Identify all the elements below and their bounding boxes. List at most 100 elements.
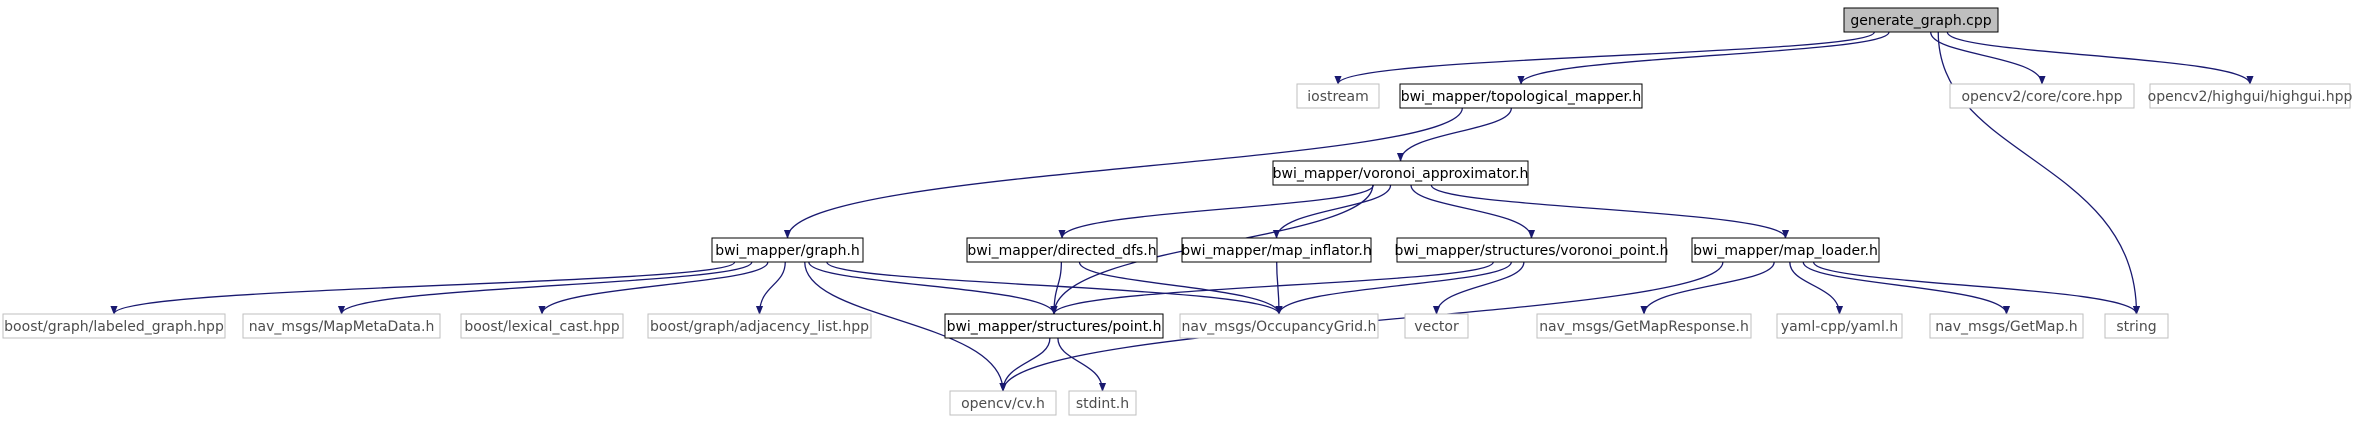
edge-dfs-to-occgrid <box>1078 261 1283 315</box>
node-loader[interactable]: bwi_mapper/map_loader.h <box>1691 237 1880 263</box>
node-label-string: string <box>2116 319 2156 335</box>
node-getmapresp: nav_msgs/GetMapResponse.h <box>1536 313 1752 339</box>
edge-graphh-to-cvh <box>804 261 1007 392</box>
node-box-inflator <box>1181 237 1372 263</box>
node-label-mapmeta: nav_msgs/MapMetaData.h <box>249 319 435 335</box>
node-label-occgrid: nav_msgs/OccupancyGrid.h <box>1182 319 1377 335</box>
node-iostream: iostream <box>1296 83 1380 109</box>
node-adjlist: boost/graph/adjacency_list.hpp <box>647 313 872 339</box>
node-box-labeled <box>2 313 226 339</box>
node-graphh[interactable]: bwi_mapper/graph.h <box>711 237 864 263</box>
node-label-getmapresp: nav_msgs/GetMapResponse.h <box>1539 319 1749 335</box>
edge-root-to-cvcore <box>1930 31 2046 85</box>
node-box-occgrid <box>1179 313 1379 339</box>
node-label-graphh: bwi_mapper/graph.h <box>715 243 860 259</box>
node-box-voronoi <box>1272 160 1529 186</box>
node-label-point: bwi_mapper/structures/point.h <box>947 319 1162 335</box>
node-label-root: generate_graph.cpp <box>1850 13 1991 29</box>
node-label-dfs: bwi_mapper/directed_dfs.h <box>967 243 1156 259</box>
node-root: generate_graph.cpp <box>1843 7 1999 33</box>
edge-root-to-string <box>1937 31 2141 315</box>
edge-loader-to-getmap <box>1802 261 2011 315</box>
node-label-inflator: bwi_mapper/map_inflator.h <box>1181 243 1371 259</box>
node-label-vector: vector <box>1414 319 1459 335</box>
node-box-iostream <box>1296 83 1380 109</box>
edge-root-to-iostream <box>1334 31 1876 85</box>
edge-graphh-to-labeled <box>110 261 736 315</box>
edge-graphh-to-lexical <box>538 261 769 315</box>
node-box-stdint <box>1068 390 1137 416</box>
node-box-highgui <box>2149 83 2351 109</box>
node-box-getmap <box>1929 313 2084 339</box>
node-box-lexical <box>460 313 624 339</box>
edge-topo-to-graphh <box>783 107 1463 239</box>
edge-voronoi-to-inflator <box>1272 184 1392 239</box>
node-labeled: boost/graph/labeled_graph.hpp <box>2 313 226 339</box>
node-point[interactable]: bwi_mapper/structures/point.h <box>944 313 1164 339</box>
edge-loader-to-string <box>1812 261 2141 315</box>
node-voronoi[interactable]: bwi_mapper/voronoi_approximator.h <box>1272 160 1529 186</box>
edge-voronoi-to-dfs <box>1058 184 1375 239</box>
edge-voronoi-to-vpoint <box>1410 184 1536 239</box>
edge-topo-to-voronoi <box>1396 107 1513 162</box>
edge-graphh-to-mapmeta <box>338 261 753 315</box>
node-cvcore: opencv2/core/core.hpp <box>1949 83 2135 109</box>
file-nodes: generate_graph.cpp iostream bwi_mapper/top… <box>2 7 2353 416</box>
node-label-lexical: boost/lexical_cast.hpp <box>464 319 619 335</box>
node-label-stdint: stdint.h <box>1076 396 1129 412</box>
node-box-vpoint <box>1396 237 1667 263</box>
node-box-graphh <box>711 237 864 263</box>
node-string: string <box>2104 313 2169 339</box>
dependency-edges <box>110 31 2254 392</box>
node-inflator[interactable]: bwi_mapper/map_inflator.h <box>1181 237 1372 263</box>
node-box-adjlist <box>647 313 872 339</box>
edge-graphh-to-adjlist <box>755 261 786 315</box>
node-label-getmap: nav_msgs/GetMap.h <box>1935 319 2077 335</box>
node-label-loader: bwi_mapper/map_loader.h <box>1693 243 1878 259</box>
node-box-mapmeta <box>242 313 441 339</box>
node-label-cvh: opencv/cv.h <box>961 396 1045 412</box>
node-topo[interactable]: bwi_mapper/topological_mapper.h <box>1399 83 1643 109</box>
node-box-cvcore <box>1949 83 2135 109</box>
edge-vpoint-to-point <box>1050 261 1494 315</box>
edge-loader-to-yaml <box>1789 261 1844 315</box>
edge-vpoint-to-occgrid <box>1275 261 1512 315</box>
node-box-root <box>1843 7 1999 33</box>
node-getmap: nav_msgs/GetMap.h <box>1929 313 2084 339</box>
node-box-topo <box>1399 83 1643 109</box>
edge-loader-to-getmapresp <box>1640 261 1775 315</box>
edge-point-to-cvh <box>999 337 1051 392</box>
edge-graphh-to-occgrid <box>826 261 1283 315</box>
node-box-string <box>2104 313 2169 339</box>
node-box-loader <box>1691 237 1880 263</box>
edge-root-to-highgui <box>1946 31 2254 85</box>
edge-inflator-to-occgrid <box>1275 261 1283 315</box>
edge-root-to-topo <box>1517 31 1890 85</box>
node-label-voronoi: bwi_mapper/voronoi_approximator.h <box>1273 166 1529 182</box>
edge-graphh-to-point <box>808 261 1058 315</box>
node-vector: vector <box>1404 313 1469 339</box>
node-box-point <box>944 313 1164 339</box>
node-box-getmapresp <box>1536 313 1752 339</box>
edge-voronoi-to-loader <box>1430 184 1790 239</box>
node-box-dfs <box>966 237 1158 263</box>
node-lexical: boost/lexical_cast.hpp <box>460 313 624 339</box>
node-yaml: yaml-cpp/yaml.h <box>1776 313 1903 339</box>
node-cvh: opencv/cv.h <box>949 390 1057 416</box>
node-label-adjlist: boost/graph/adjacency_list.hpp <box>650 319 869 335</box>
node-occgrid: nav_msgs/OccupancyGrid.h <box>1179 313 1379 339</box>
node-box-vector <box>1404 313 1469 339</box>
node-vpoint[interactable]: bwi_mapper/structures/voronoi_point.h <box>1394 237 1669 263</box>
edge-point-to-stdint <box>1057 337 1107 392</box>
node-box-cvh <box>949 390 1057 416</box>
node-label-cvcore: opencv2/core/core.hpp <box>1961 89 2122 105</box>
node-box-yaml <box>1776 313 1903 339</box>
node-mapmeta: nav_msgs/MapMetaData.h <box>242 313 441 339</box>
node-label-highgui: opencv2/highgui/highgui.hpp <box>2148 89 2353 105</box>
node-highgui: opencv2/highgui/highgui.hpp <box>2148 83 2353 109</box>
node-label-vpoint: bwi_mapper/structures/voronoi_point.h <box>1394 243 1668 259</box>
node-label-labeled: boost/graph/labeled_graph.hpp <box>4 319 224 335</box>
node-label-iostream: iostream <box>1307 89 1369 105</box>
node-dfs[interactable]: bwi_mapper/directed_dfs.h <box>966 237 1158 263</box>
